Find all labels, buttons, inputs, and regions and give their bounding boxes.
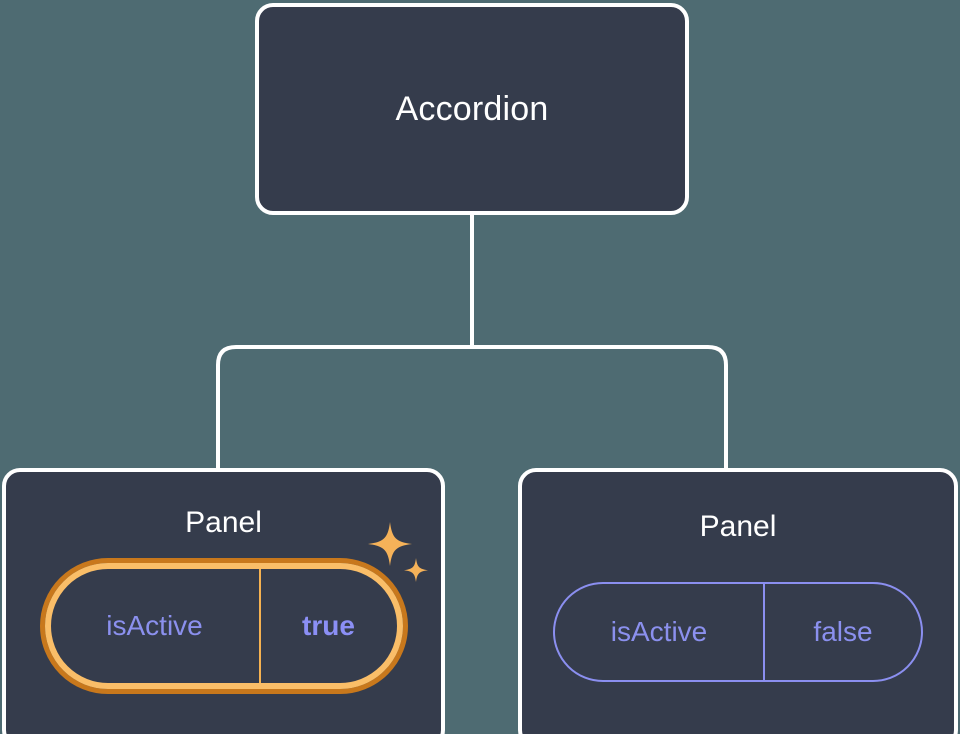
prop-value-is-active-false: false — [763, 584, 921, 680]
prop-pill-is-active-false[interactable]: isActive false — [553, 582, 923, 682]
node-panel-inactive-title: Panel — [699, 510, 777, 543]
node-accordion[interactable]: Accordion — [255, 3, 689, 215]
prop-pill-is-active[interactable]: isActive true — [39, 558, 408, 694]
prop-key-is-active: isActive — [106, 610, 203, 641]
prop-pill-inactive-wrapper: isActive false — [553, 582, 923, 682]
prop-value-is-active: true — [258, 569, 397, 683]
prop-key-is-active-false: isActive — [610, 616, 708, 647]
node-panel-active[interactable]: Panel isActive true — [2, 468, 445, 734]
connector-branch-bar — [216, 345, 728, 468]
prop-pill-is-active-inner: isActive true — [44, 563, 403, 689]
node-accordion-title: Accordion — [395, 90, 549, 128]
node-panel-active-title: Panel — [185, 506, 262, 539]
node-panel-inactive[interactable]: Panel isActive false — [518, 468, 958, 734]
prop-pill-active-wrapper: isActive true — [39, 522, 428, 694]
